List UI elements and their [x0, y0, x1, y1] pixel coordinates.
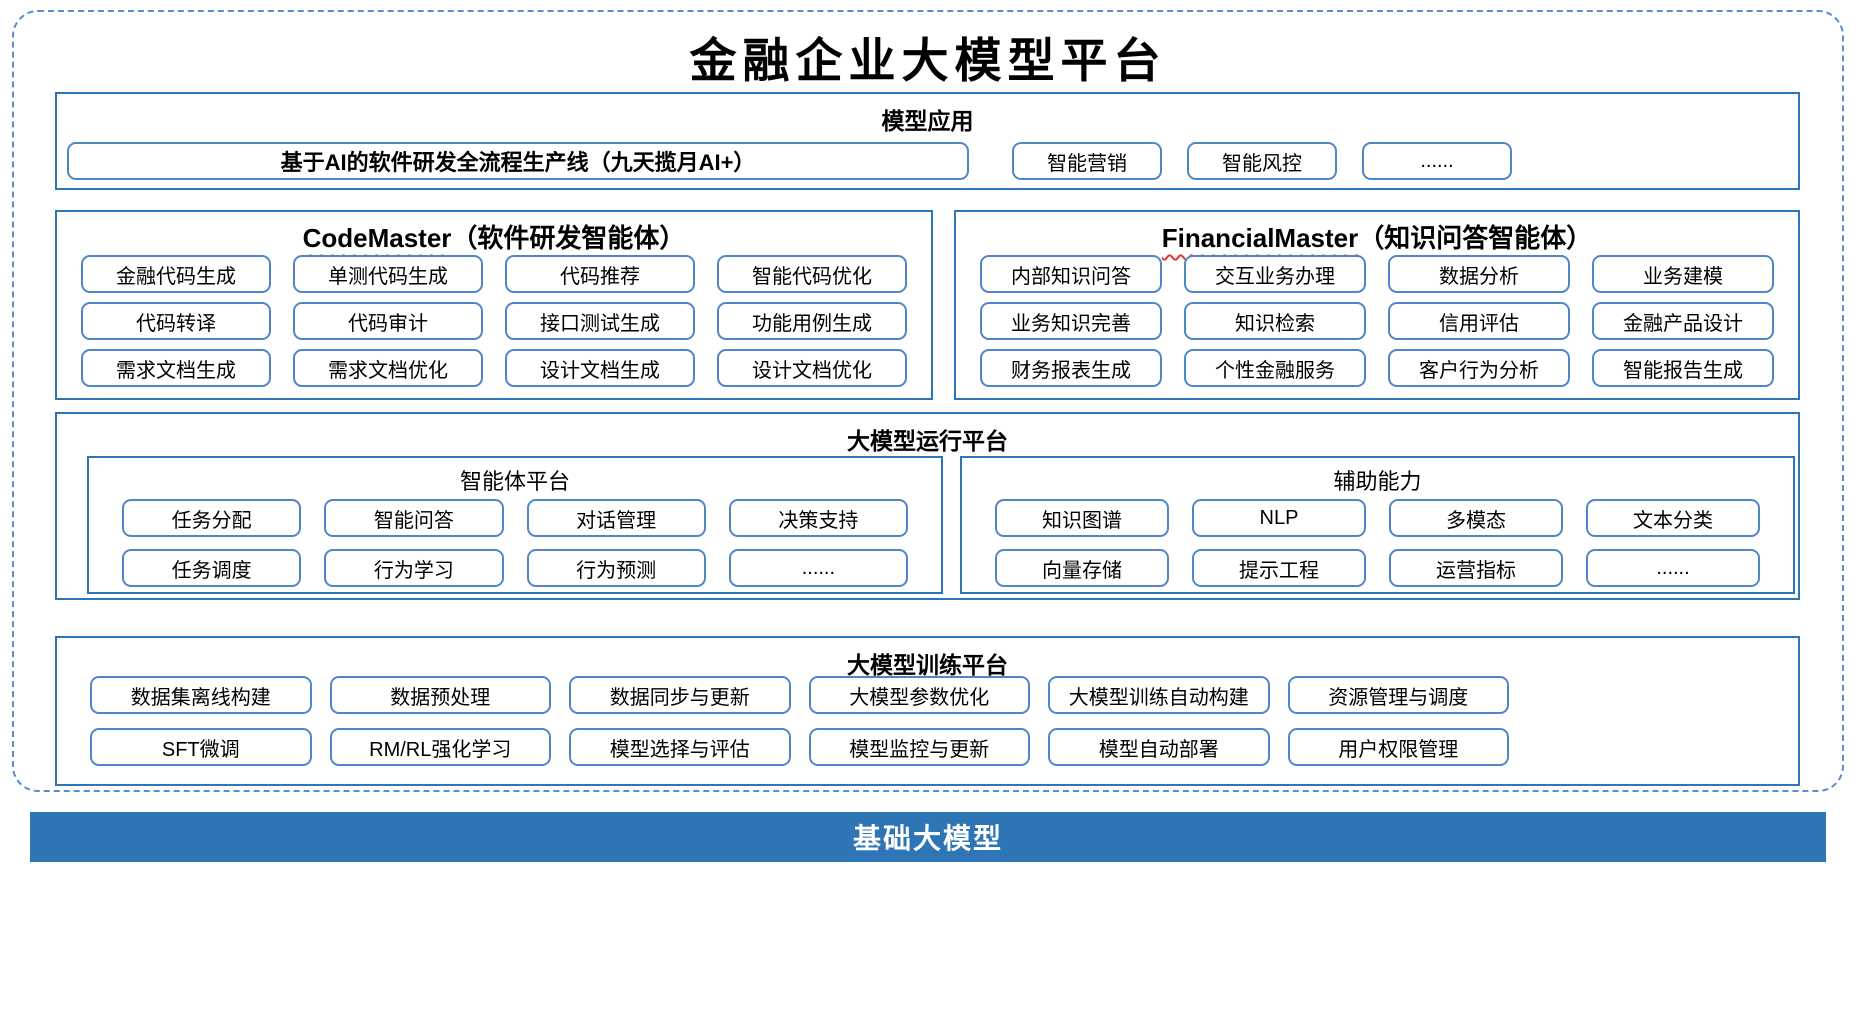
codemaster-item-box: 智能代码优化 [717, 255, 907, 293]
codemaster-items-grid: 金融代码生成单测代码生成代码推荐智能代码优化代码转译代码审计接口测试生成功能用例… [81, 255, 907, 387]
financialmaster-item-box: 客户行为分析 [1388, 349, 1570, 387]
codemaster-item-box: 代码审计 [293, 302, 483, 340]
aux-ability-item-box: 运营指标 [1389, 549, 1563, 587]
app-item-box: ...... [1362, 142, 1512, 180]
agent-platform-item-box: 任务分配 [122, 499, 302, 537]
financialmaster-item-box: 知识检索 [1184, 302, 1366, 340]
agent-platform-item-box: 决策支持 [728, 499, 908, 537]
aux-ability-item-box: NLP [1192, 499, 1366, 537]
codemaster-item-box: 功能用例生成 [717, 302, 907, 340]
model-applications-row: 基于AI的软件研发全流程生产线（九天揽月AI+） 智能营销智能风控...... [67, 142, 1788, 180]
app-item-box: 智能营销 [1012, 142, 1162, 180]
aux-ability-item-box: 向量存储 [995, 549, 1169, 587]
section-train-platform: 大模型训练平台 数据集离线构建数据预处理数据同步与更新大模型参数优化大模型训练自… [55, 636, 1800, 786]
base-model-bar: 基础大模型 [30, 812, 1826, 862]
aux-ability-item-box: 知识图谱 [995, 499, 1169, 537]
financialmaster-item-box: 财务报表生成 [980, 349, 1162, 387]
app-item-box: 智能风控 [1187, 142, 1337, 180]
financialmaster-title-suffix: （知识问答智能体） [1358, 223, 1593, 253]
codemaster-item-box: 代码转译 [81, 302, 271, 340]
financialmaster-item-box: 交互业务办理 [1184, 255, 1366, 293]
agent-platform-item-box: 行为学习 [324, 549, 504, 587]
train-platform-item-box: 数据同步与更新 [569, 676, 791, 714]
financialmaster-item-box: 业务建模 [1592, 255, 1774, 293]
train-platform-items-grid: 数据集离线构建数据预处理数据同步与更新大模型参数优化大模型训练自动构建资源管理与… [90, 676, 1509, 766]
financialmaster-item-box: 内部知识问答 [980, 255, 1162, 293]
train-platform-item-box: 用户权限管理 [1287, 728, 1509, 766]
train-platform-item-box: 模型选择与评估 [569, 728, 791, 766]
model-applications-small-items: 智能营销智能风控...... [1012, 142, 1512, 180]
agent-platform-items-grid: 任务分配智能问答对话管理决策支持任务调度行为学习行为预测...... [122, 499, 908, 587]
section-model-applications: 模型应用 基于AI的软件研发全流程生产线（九天揽月AI+） 智能营销智能风控..… [55, 92, 1800, 190]
financialmaster-item-box: 信用评估 [1388, 302, 1570, 340]
agent-platform-item-box: 任务调度 [122, 549, 302, 587]
agent-platform-box: 智能体平台 任务分配智能问答对话管理决策支持任务调度行为学习行为预测...... [87, 456, 943, 594]
section-codemaster: CodeMaster（软件研发智能体） 金融代码生成单测代码生成代码推荐智能代码… [55, 210, 933, 400]
aux-ability-item-box: 文本分类 [1586, 499, 1760, 537]
train-platform-item-box: 数据集离线构建 [90, 676, 312, 714]
train-platform-item-box: 数据预处理 [329, 676, 551, 714]
train-platform-title: 大模型训练平台 [847, 652, 1008, 678]
agent-platform-item-box: ...... [728, 549, 908, 587]
train-platform-item-box: 模型自动部署 [1048, 728, 1270, 766]
aux-ability-box: 辅助能力 知识图谱 NLP 多模态文本分类向量存储提示工程运营指标...... [960, 456, 1795, 594]
codemaster-title: CodeMaster（软件研发智能体） [57, 218, 931, 255]
codemaster-item-box: 代码推荐 [505, 255, 695, 293]
train-platform-item-box: 模型监控与更新 [808, 728, 1030, 766]
financialmaster-item-box: 个性金融服务 [1184, 349, 1366, 387]
train-platform-item-box: 大模型训练自动构建 [1048, 676, 1270, 714]
codemaster-item-box: 金融代码生成 [81, 255, 271, 293]
train-platform-item-box: 大模型参数优化 [808, 676, 1030, 714]
section-run-platform: 大模型运行平台 智能体平台 任务分配智能问答对话管理决策支持任务调度行为学习行为… [55, 412, 1800, 600]
financialmaster-items-grid: 内部知识问答交互业务办理数据分析业务建模业务知识完善知识检索信用评估金融产品设计… [980, 255, 1774, 387]
section-model-applications-title: 模型应用 [881, 108, 974, 134]
outer-dashed-border [12, 10, 1844, 792]
aux-ability-item-box: 多模态 [1389, 499, 1563, 537]
agent-platform-item-box: 智能问答 [324, 499, 504, 537]
aux-ability-item-box: 提示工程 [1192, 549, 1366, 587]
agent-platform-item-box: 行为预测 [526, 549, 706, 587]
agent-platform-title: 智能体平台 [459, 469, 570, 494]
codemaster-item-box: 需求文档优化 [293, 349, 483, 387]
app-item-wide-box: 基于AI的软件研发全流程生产线（九天揽月AI+） [67, 142, 969, 180]
aux-ability-title: 辅助能力 [1333, 469, 1422, 494]
financialmaster-item-box: 金融产品设计 [1592, 302, 1774, 340]
financialmaster-item-box: 数据分析 [1388, 255, 1570, 293]
codemaster-item-box: 单测代码生成 [293, 255, 483, 293]
codemaster-item-box: 设计文档生成 [505, 349, 695, 387]
financialmaster-item-box: 智能报告生成 [1592, 349, 1774, 387]
aux-ability-item-box: ...... [1586, 549, 1760, 587]
financialmaster-item-box: 业务知识完善 [980, 302, 1162, 340]
financialmaster-title-en: FinancialMaster [1161, 223, 1359, 253]
financialmaster-title: FinancialMaster（知识问答智能体） [956, 218, 1798, 255]
aux-ability-items-grid: 知识图谱 NLP 多模态文本分类向量存储提示工程运营指标...... [995, 499, 1760, 587]
train-platform-item-box: 资源管理与调度 [1287, 676, 1509, 714]
run-platform-title: 大模型运行平台 [847, 428, 1008, 454]
agent-platform-item-box: 对话管理 [526, 499, 706, 537]
codemaster-item-box: 需求文档生成 [81, 349, 271, 387]
page-title: 金融企业大模型平台 [689, 34, 1167, 89]
section-financialmaster: FinancialMaster（知识问答智能体） 内部知识问答交互业务办理数据分… [954, 210, 1800, 400]
codemaster-title-en: CodeMaster [302, 223, 452, 253]
codemaster-item-box: 设计文档优化 [717, 349, 907, 387]
train-platform-item-box: RM/RL强化学习 [329, 728, 551, 766]
train-platform-item-box: SFT微调 [90, 728, 312, 766]
codemaster-item-box: 接口测试生成 [505, 302, 695, 340]
codemaster-title-suffix: （软件研发智能体） [451, 223, 686, 253]
